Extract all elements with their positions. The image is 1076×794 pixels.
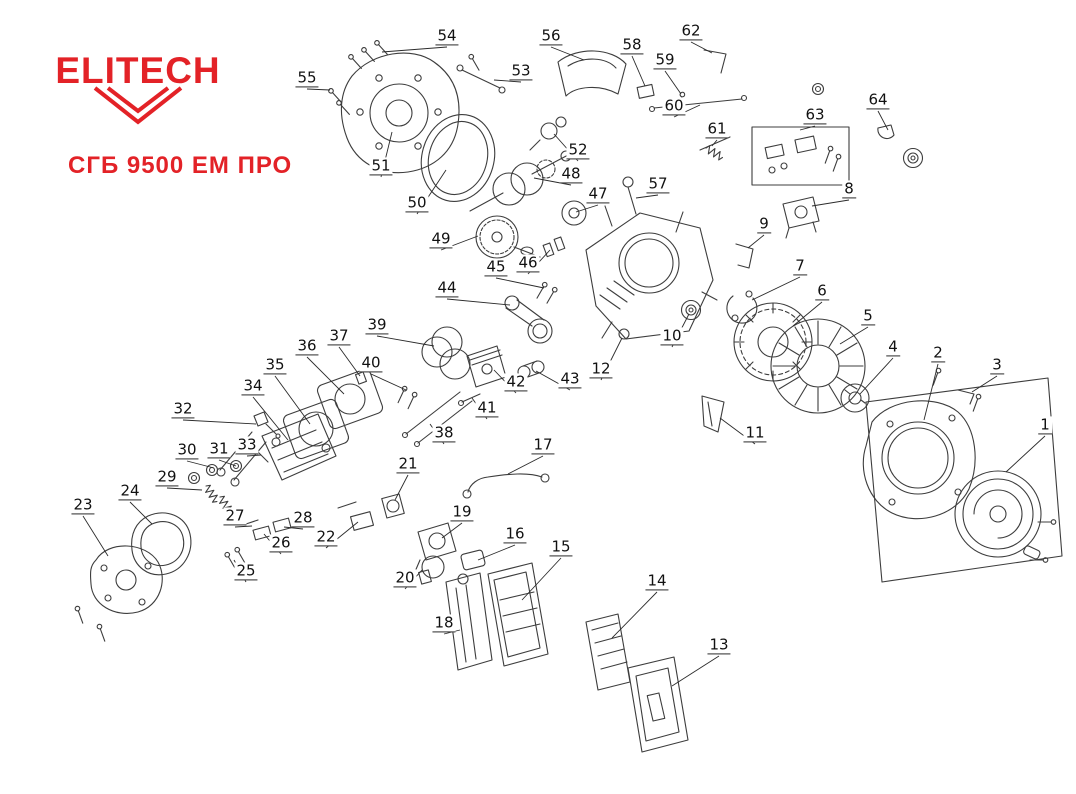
leader-lines <box>82 41 1046 687</box>
brand-logo: ELITECH <box>40 52 236 127</box>
model-title: СГБ 9500 ЕМ ПРО <box>68 152 293 179</box>
brand-chevron-icon <box>93 86 183 125</box>
brand-logo-text: ELITECH <box>55 50 221 91</box>
